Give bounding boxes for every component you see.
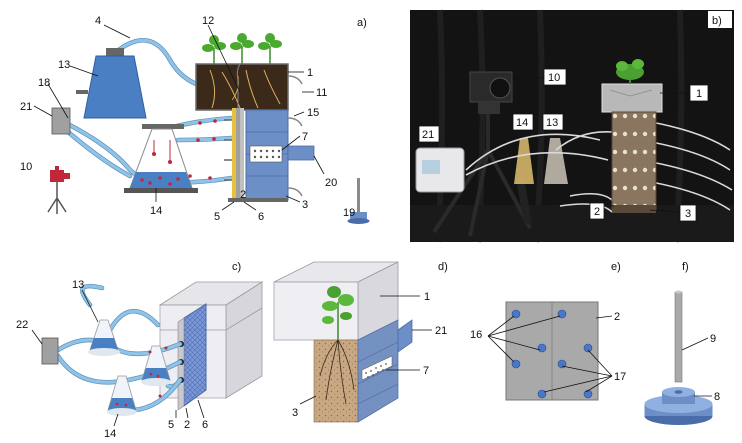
panel-c: 13 22 14 5 2 6 c) [16,261,264,440]
label-a-19: 19 [343,207,355,219]
labels-e: 16 2 17 [470,311,626,383]
labels-a: 4 12 1 13 11 18 15 21 7 10 20 14 3 5 2 6… [20,15,355,223]
markers-e [511,309,593,399]
flask-c-upper [141,345,171,386]
soil-column-3 [245,75,315,201]
label-a-21: 21 [20,101,32,113]
label-a-3: 3 [302,199,308,211]
panel-e: 16 2 17 e) [470,261,626,401]
flask-14 [124,124,198,193]
device-19 [347,178,370,224]
panel-label-e: e) [611,261,621,273]
label-a-6: 6 [258,211,264,223]
label-e-17: 17 [614,371,626,383]
label-a-20: 20 [325,177,337,189]
panel-label-b: b) [712,15,722,27]
panel-d: 1 21 7 3 d) [273,261,448,423]
label-a-1: 1 [307,67,313,79]
label-f-8: 8 [714,391,720,403]
camera-10 [47,166,70,214]
flask-c-13 [88,319,120,356]
plates-a [224,63,288,202]
label-d-21: 21 [435,325,447,337]
label-b-1: 1 [696,88,702,100]
labels-d: 1 21 7 3 [292,291,447,419]
label-a-18: 18 [38,77,50,89]
labels-c: 13 22 14 5 2 6 [16,279,208,440]
label-d-1: 1 [424,291,430,303]
panel-label-c: c) [232,261,241,273]
panel-label-a: a) [357,17,367,29]
label-a-10: 10 [20,161,32,173]
plant-d [319,286,355,405]
pump-21 [51,107,71,135]
label-b-3: 3 [685,208,691,220]
panel-label-d: d) [438,261,448,273]
leaders-a [33,24,325,211]
label-c-2: 2 [184,419,190,431]
soil-box-1 [195,63,289,111]
label-a-5: 5 [214,211,220,223]
label-f-9: 9 [710,333,716,345]
water-tank-13 [76,48,147,119]
label-c-6: 6 [202,419,208,431]
label-b-21: 21 [422,129,434,141]
panel-b-photo: 10 1 21 14 13 2 3 b) [410,9,734,243]
label-a-7: 7 [302,131,308,143]
labels-b: 10 1 21 14 13 2 3 [422,72,702,220]
flask-c-14 [107,375,137,416]
label-a-12: 12 [202,15,214,27]
label-c-22: 22 [16,319,28,331]
label-e-16: 16 [470,329,482,341]
label-e-2: 2 [614,311,620,323]
label-a-14: 14 [150,205,162,217]
label-b-13: 13 [546,117,558,129]
plants-a [202,33,282,64]
label-b-2: 2 [594,206,600,218]
label-d-7: 7 [423,365,429,377]
panel-a: 4 12 1 13 11 18 15 21 7 10 20 14 3 5 2 6… [20,15,370,224]
labels-f: 9 8 [710,333,720,403]
label-b-10: 10 [548,72,560,84]
label-a-2: 2 [240,189,246,201]
label-a-11: 11 [316,87,327,99]
label-c-13: 13 [72,279,84,291]
label-a-4: 4 [95,15,101,27]
panel-label-f: f) [682,261,689,273]
label-c-5: 5 [168,419,174,431]
label-b-14: 14 [516,117,528,129]
pump-22 [41,337,59,365]
panel-f: 9 8 f) [644,261,720,425]
callouts-b [418,11,732,222]
particles-a [188,119,217,180]
label-a-13: 13 [58,59,70,71]
label-d-3: 3 [292,407,298,419]
label-a-15: 15 [307,107,319,119]
label-c-14: 14 [104,428,116,440]
